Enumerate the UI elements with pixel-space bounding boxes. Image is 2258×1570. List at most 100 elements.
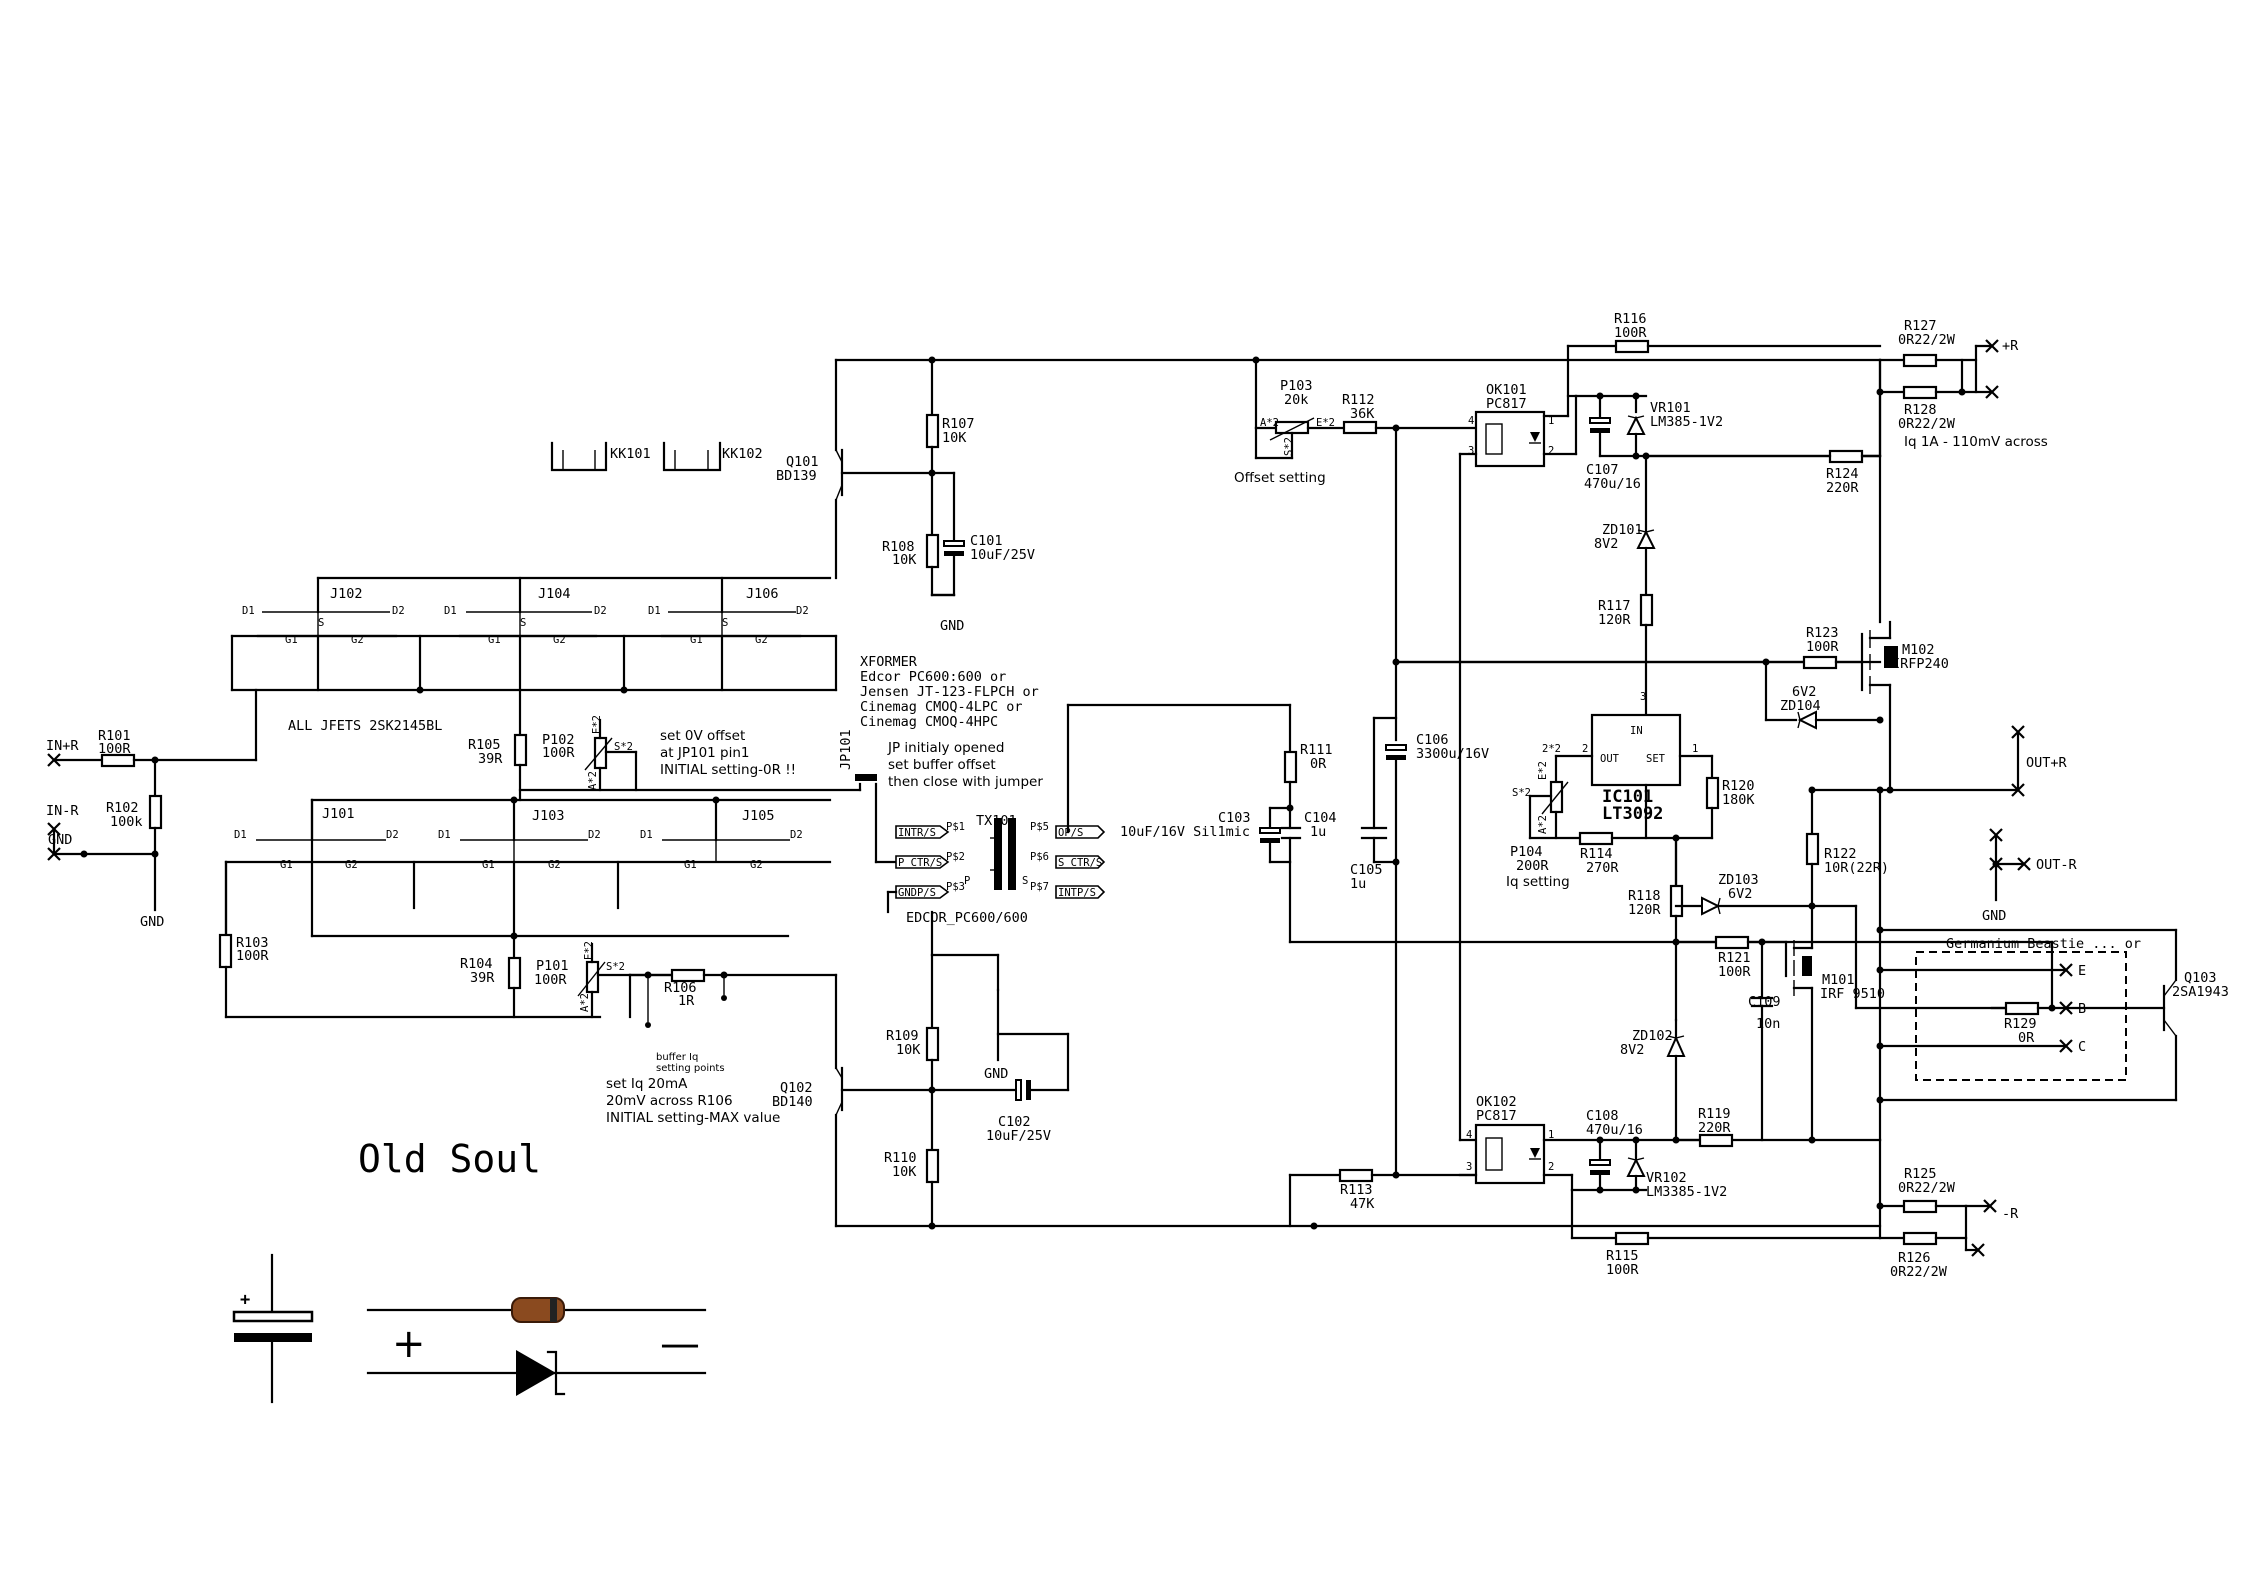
svg-text:S: S — [1022, 875, 1028, 887]
germanium-beastie-block: Germanium Beastie ... or E B C R129 0R Q… — [1876, 788, 2229, 1142]
svg-text:G1: G1 — [285, 634, 298, 646]
svg-text:3: 3 — [1466, 1161, 1472, 1173]
svg-text:C101: C101 — [970, 533, 1003, 549]
svg-text:10n: 10n — [1756, 1016, 1780, 1032]
tx-pin-secondary-6: S_CTR/S P$6 — [1030, 851, 1106, 869]
svg-text:R125: R125 — [1904, 1166, 1937, 1182]
svg-text:100R: 100R — [1718, 964, 1751, 980]
svg-text:1R: 1R — [678, 993, 695, 1009]
svg-text:R104: R104 — [460, 956, 493, 972]
svg-text:VR102: VR102 — [1646, 1170, 1687, 1186]
tx-pin-secondary-5: OP/S P$5 — [1030, 821, 1106, 839]
svg-text:S*2: S*2 — [1512, 787, 1531, 799]
svg-text:XFORMER: XFORMER — [860, 654, 918, 670]
svg-text:set 0V offset: set 0V offset — [660, 728, 745, 744]
svg-text:E*2: E*2 — [591, 715, 603, 734]
tx-pin-primary-2: P_CTR/S P$2 — [895, 851, 965, 869]
svg-text:6V2: 6V2 — [1792, 684, 1816, 700]
svg-text:10uF/25V: 10uF/25V — [986, 1128, 1051, 1144]
svg-text:GND: GND — [140, 914, 164, 930]
svg-text:1u: 1u — [1350, 876, 1366, 892]
svg-text:set Iq 20mA: set Iq 20mA — [606, 1076, 688, 1092]
svg-text:GND: GND — [984, 1066, 1008, 1082]
lower-reference: ZD102 8V2 — [1620, 1018, 1686, 1142]
svg-text:LT3092: LT3092 — [1602, 804, 1663, 824]
svg-text:JP101: JP101 — [838, 729, 854, 770]
svg-text:0R22/2W: 0R22/2W — [1890, 1264, 1948, 1280]
svg-text:S: S — [520, 617, 526, 629]
lower-zener-cap: C108 470u/16 VR102 LM3385-1V2 R119 220R — [1586, 1106, 1816, 1200]
svg-text:E: E — [2078, 963, 2086, 979]
heatsink-kk101: KK101 — [550, 441, 651, 472]
svg-text:A*2: A*2 — [1537, 815, 1549, 834]
jumper-jp101: JP101 — [838, 729, 898, 864]
svg-text:P$5: P$5 — [1030, 821, 1049, 833]
svg-text:C106: C106 — [1416, 732, 1449, 748]
svg-text:100R: 100R — [1606, 1262, 1639, 1278]
svg-text:GNDP/S: GNDP/S — [898, 887, 936, 899]
svg-text:G2: G2 — [548, 859, 561, 871]
svg-text:A*2: A*2 — [1260, 417, 1279, 429]
tx-pin-primary-1: INTR/S P$1 — [895, 821, 965, 839]
svg-text:R123: R123 — [1806, 625, 1839, 641]
input-section: IN+R IN-R GND R101 100R R102 100k GND — [46, 688, 258, 930]
svg-text:IN: IN — [1630, 725, 1643, 737]
svg-text:S_CTR/S: S_CTR/S — [1058, 857, 1102, 869]
svg-text:G2: G2 — [553, 634, 566, 646]
svg-text:47K: 47K — [1350, 1196, 1375, 1212]
svg-text:180K: 180K — [1722, 792, 1755, 808]
svg-text:E*2: E*2 — [583, 941, 595, 960]
svg-text:0R: 0R — [1310, 756, 1327, 772]
svg-text:2*2: 2*2 — [1542, 743, 1561, 755]
svg-text:C105: C105 — [1350, 862, 1383, 878]
svg-text:Offset setting: Offset setting — [1234, 470, 1326, 486]
svg-text:R122: R122 — [1824, 846, 1857, 862]
svg-text:D1: D1 — [444, 605, 457, 617]
schematic-title: Old Soul — [358, 1137, 541, 1181]
tx-pin-primary-3: GNDP/S P$3 — [895, 881, 965, 899]
svg-text:D1: D1 — [234, 829, 247, 841]
svg-text:10K: 10K — [892, 552, 917, 568]
svg-text:C104: C104 — [1304, 810, 1337, 826]
svg-text:0R22/2W: 0R22/2W — [1898, 416, 1956, 432]
svg-text:+R: +R — [2002, 338, 2019, 354]
svg-text:G2: G2 — [750, 859, 763, 871]
svg-text:R109: R109 — [886, 1028, 919, 1044]
svg-text:D1: D1 — [438, 829, 451, 841]
svg-text:BD140: BD140 — [772, 1094, 813, 1110]
svg-text:100R: 100R — [534, 972, 567, 988]
svg-text:IC101: IC101 — [1602, 787, 1653, 807]
svg-text:INTR/S: INTR/S — [898, 827, 936, 839]
svg-text:then close with jumper: then close with jumper — [888, 774, 1043, 790]
svg-text:ALL JFETS 2SK2145BL: ALL JFETS 2SK2145BL — [288, 718, 442, 734]
svg-text:2: 2 — [1582, 743, 1588, 755]
svg-text:G2: G2 — [351, 634, 364, 646]
svg-text:100R: 100R — [1614, 325, 1647, 341]
svg-text:3: 3 — [1468, 445, 1474, 457]
emitter-resistors-lower: R125 0R22/2W R126 0R22/2W -R — [1876, 1138, 2019, 1280]
bulk-caps: C106 3300u/16V C105 1u R113 47K — [1288, 426, 1882, 1230]
svg-text:IN+R: IN+R — [46, 738, 79, 754]
svg-text:R121: R121 — [1718, 950, 1751, 966]
svg-text:A*2: A*2 — [579, 993, 591, 1012]
svg-text:1: 1 — [1548, 1129, 1554, 1141]
svg-text:100k: 100k — [110, 814, 143, 830]
svg-text:R118: R118 — [1628, 888, 1661, 904]
svg-text:R103: R103 — [236, 935, 269, 951]
svg-text:R107: R107 — [942, 416, 975, 432]
svg-text:D2: D2 — [392, 605, 405, 617]
svg-text:PC817: PC817 — [1486, 396, 1527, 412]
svg-text:A*2: A*2 — [587, 771, 599, 790]
svg-text:S*2: S*2 — [606, 961, 625, 973]
svg-text:P$2: P$2 — [946, 851, 965, 863]
svg-text:INITIAL setting-0R !!: INITIAL setting-0R !! — [660, 762, 796, 778]
svg-text:4: 4 — [1468, 415, 1474, 427]
svg-text:J104: J104 — [538, 586, 571, 602]
svg-text:ZD101: ZD101 — [1602, 522, 1643, 538]
svg-text:IRFP240: IRFP240 — [1892, 656, 1949, 672]
